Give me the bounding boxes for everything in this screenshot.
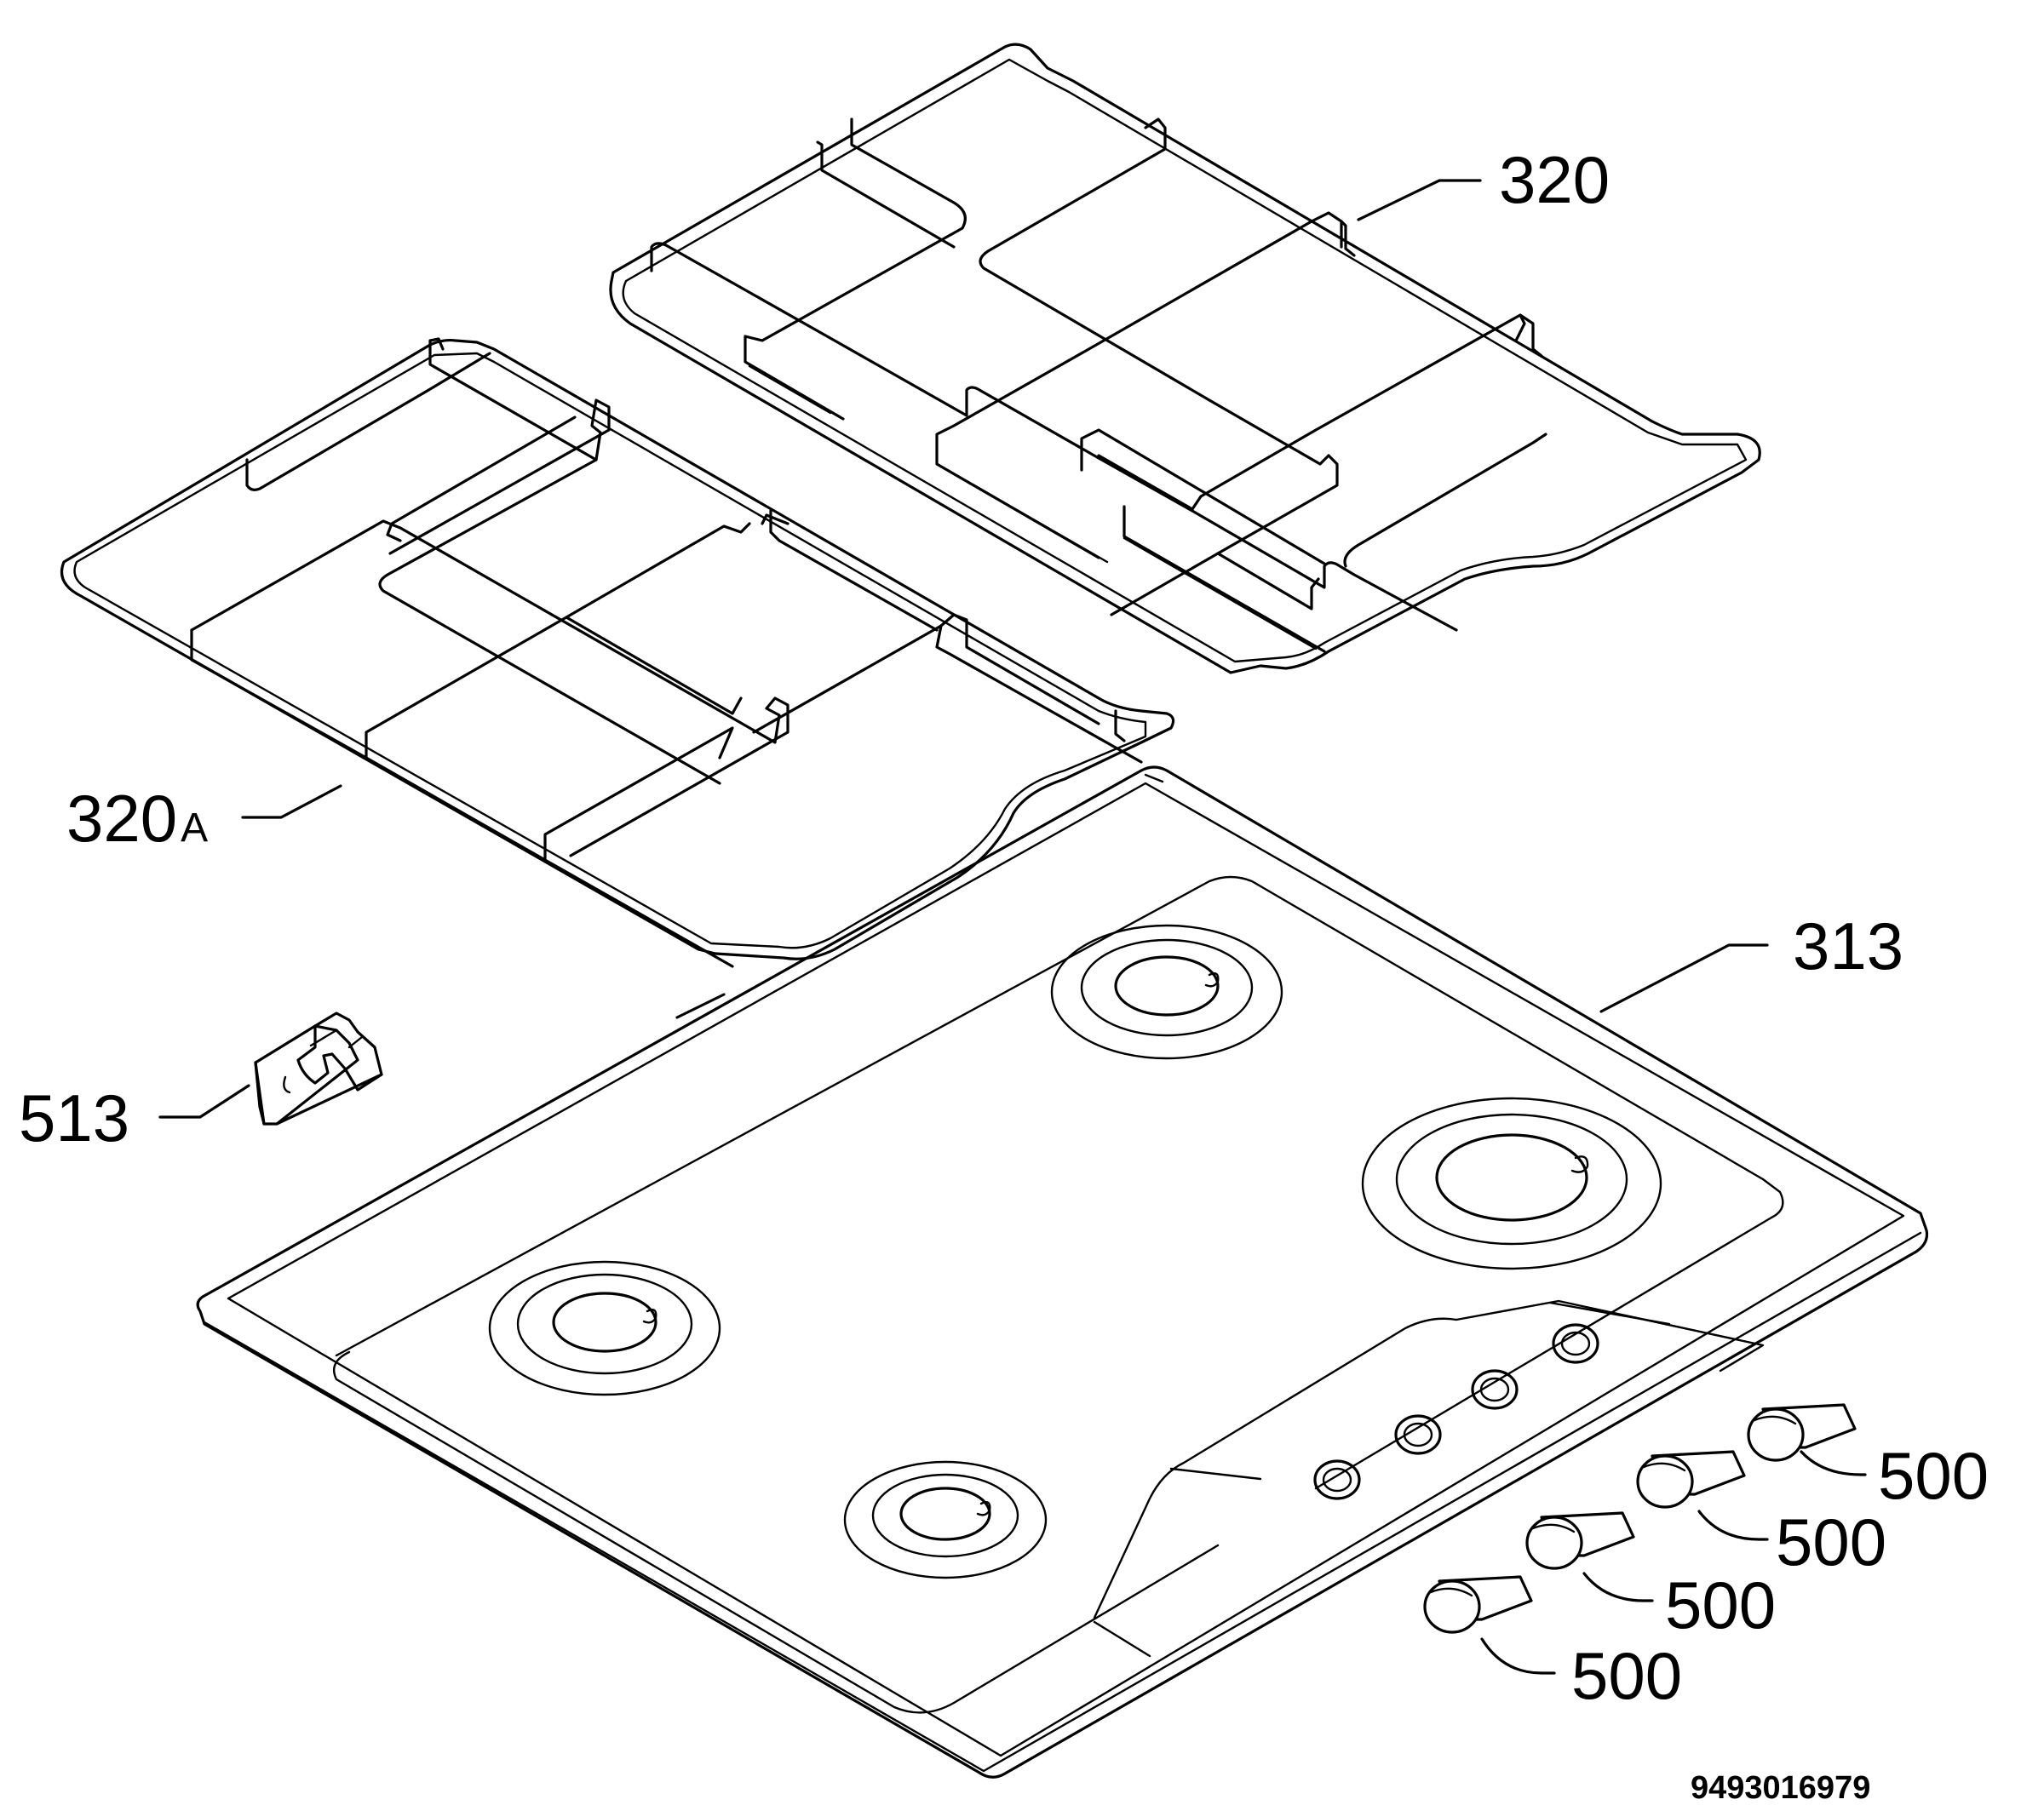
pan-support-320 [609,43,1761,674]
knob-500-3 [1525,1511,1635,1570]
burner-front [843,1460,1048,1579]
label-320A-number: 320 [66,781,177,856]
knob-500-4 [1423,1575,1533,1634]
leader-lines [158,179,1867,1675]
knob-holes [1313,1323,1599,1500]
burner-rear-left [1050,924,1283,1060]
drawing-code: 9493016979 [1691,1770,1870,1806]
label-500-1: 500 [1878,1438,1989,1513]
knob-500-1 [1747,1403,1857,1462]
label-500-3: 500 [1665,1567,1776,1642]
label-313: 313 [1793,908,1903,983]
label-513: 513 [19,1080,129,1155]
label-500-2: 500 [1776,1504,1886,1579]
label-500-4: 500 [1571,1638,1682,1713]
label-320: 320 [1499,142,1610,217]
burner-left [488,1260,721,1396]
label-320A-suffix: A [181,805,208,851]
hob-top-313 [196,765,1929,1779]
burner-right-large [1361,1097,1662,1270]
knob-500-2 [1636,1450,1746,1509]
pan-support-320A [60,337,1175,968]
clip-513 [254,1012,383,1126]
label-320A: 320A [66,781,208,856]
